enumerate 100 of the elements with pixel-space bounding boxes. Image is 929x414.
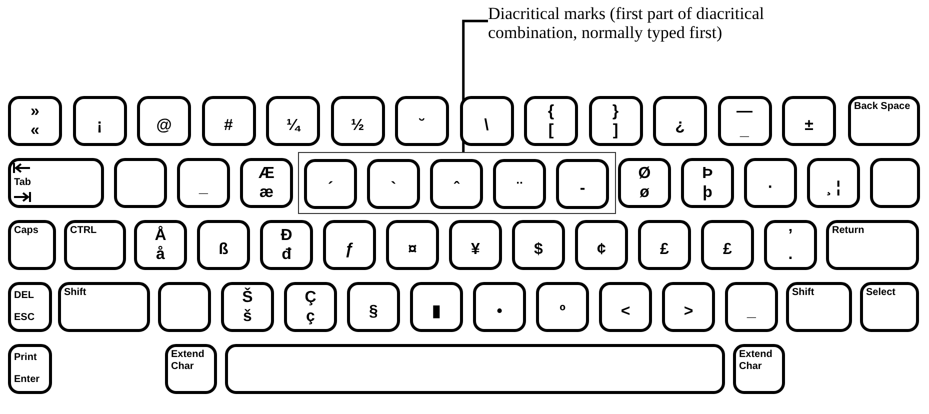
key-label: Æ [258, 165, 276, 183]
keyboard-key [8, 96, 62, 146]
key-label: Tab [14, 177, 32, 189]
keyboard-key [744, 158, 797, 208]
keyboard-key [260, 220, 313, 270]
keyboard-key [701, 220, 754, 270]
key-label: ` [390, 180, 398, 198]
key-label: æ [258, 184, 275, 202]
key-label: đ [280, 246, 292, 264]
keyboard-key [367, 159, 420, 209]
callout-text: Diacritical marks (first part of diacritical combination, normally typed first) [488, 4, 808, 46]
key-group-outline [298, 152, 616, 214]
keyboard-key [718, 96, 772, 146]
key-label: Ø [637, 165, 652, 183]
keyboard-key [240, 158, 293, 208]
key-label: @ [155, 117, 173, 135]
key-label: § [368, 303, 379, 321]
key-label: ] [612, 122, 620, 140]
keyboard-key [158, 282, 211, 332]
key-label: £ [722, 241, 733, 259]
key-label: Extend Char [739, 349, 774, 373]
key-label: ¢ [596, 241, 607, 259]
key-label: ¼ [285, 117, 302, 135]
key-label: - [578, 180, 586, 198]
key-label: ƒ [344, 241, 355, 259]
keyboard-key [733, 344, 785, 394]
key-label: ½ [350, 117, 366, 135]
key-label: ¿ [674, 117, 686, 135]
keyboard-key [72, 96, 126, 146]
keyboard-key [430, 159, 483, 209]
key-label: ¡ [96, 117, 104, 135]
key-label: Đ [280, 227, 294, 245]
keyboard-key [556, 159, 609, 209]
keyboard-key [764, 220, 817, 270]
keyboard-key [826, 220, 919, 270]
key-label: ESC [14, 312, 35, 324]
keyboard-key [386, 220, 439, 270]
key-label: « [30, 122, 40, 140]
keyboard-key [460, 96, 514, 146]
key-label: ¤ [407, 241, 418, 259]
key-label: _ [198, 179, 209, 197]
keyboard-key [8, 282, 52, 332]
keyboard-key [114, 158, 167, 208]
keyboard-key [512, 220, 565, 270]
key-label: ¥ [470, 241, 481, 259]
keyboard-key [786, 282, 852, 332]
keyboard-key [225, 344, 725, 394]
key-label: _ [738, 122, 750, 140]
key-label: Back Space [854, 101, 912, 113]
key-label: \ [483, 117, 490, 135]
key-label: ± [804, 117, 814, 135]
key-label: ’ [787, 227, 794, 245]
keyboard-key [64, 220, 126, 270]
key-label: { [546, 103, 556, 121]
key-label: — [736, 103, 754, 121]
keyboard-key [524, 96, 578, 146]
keyboard-key [681, 158, 734, 208]
key-label: š [242, 308, 253, 326]
key-label: Shift [64, 287, 88, 299]
keyboard-key [137, 96, 191, 146]
keyboard-key [638, 220, 691, 270]
keyboard-key [599, 282, 652, 332]
key-label: Caps [14, 225, 40, 237]
key-label: Extend Char [171, 349, 206, 373]
keyboard-key [870, 158, 920, 208]
key-label: Þ [701, 165, 714, 183]
key-label: Š [241, 289, 254, 307]
key-label: _ [746, 303, 757, 321]
keyboard-key [449, 220, 502, 270]
keyboard-key [266, 96, 320, 146]
key-label: ´ [326, 180, 334, 198]
key-label: ø [638, 184, 650, 202]
keyboard-key [395, 96, 449, 146]
key-label: Ç [304, 289, 318, 307]
key-label: < [620, 303, 632, 321]
keyboard-key [8, 158, 104, 208]
key-label: • [496, 303, 504, 321]
key-label: ç [305, 308, 316, 326]
keyboard-key [860, 282, 919, 332]
key-label: $ [533, 241, 544, 259]
keyboard-key [134, 220, 187, 270]
key-label: ß [218, 241, 230, 259]
key-label: DEL [14, 290, 34, 302]
key-label: ˘ [418, 117, 426, 135]
keyboard-key [410, 282, 463, 332]
key-label: > [682, 303, 694, 321]
keyboard-key [807, 158, 860, 208]
key-label: # [223, 117, 234, 135]
key-label: þ [702, 184, 714, 202]
key-label: ¨ [516, 180, 524, 198]
keyboard-key [8, 220, 56, 270]
key-label: Select [866, 287, 896, 299]
keyboard-key [575, 220, 628, 270]
keyboard-key [588, 96, 642, 146]
keyboard-key [848, 96, 920, 146]
key-label: . [787, 246, 794, 264]
keyboard-key [493, 159, 546, 209]
keyboard-key [782, 96, 836, 146]
keyboard-key [347, 282, 400, 332]
keyboard-key [330, 96, 384, 146]
